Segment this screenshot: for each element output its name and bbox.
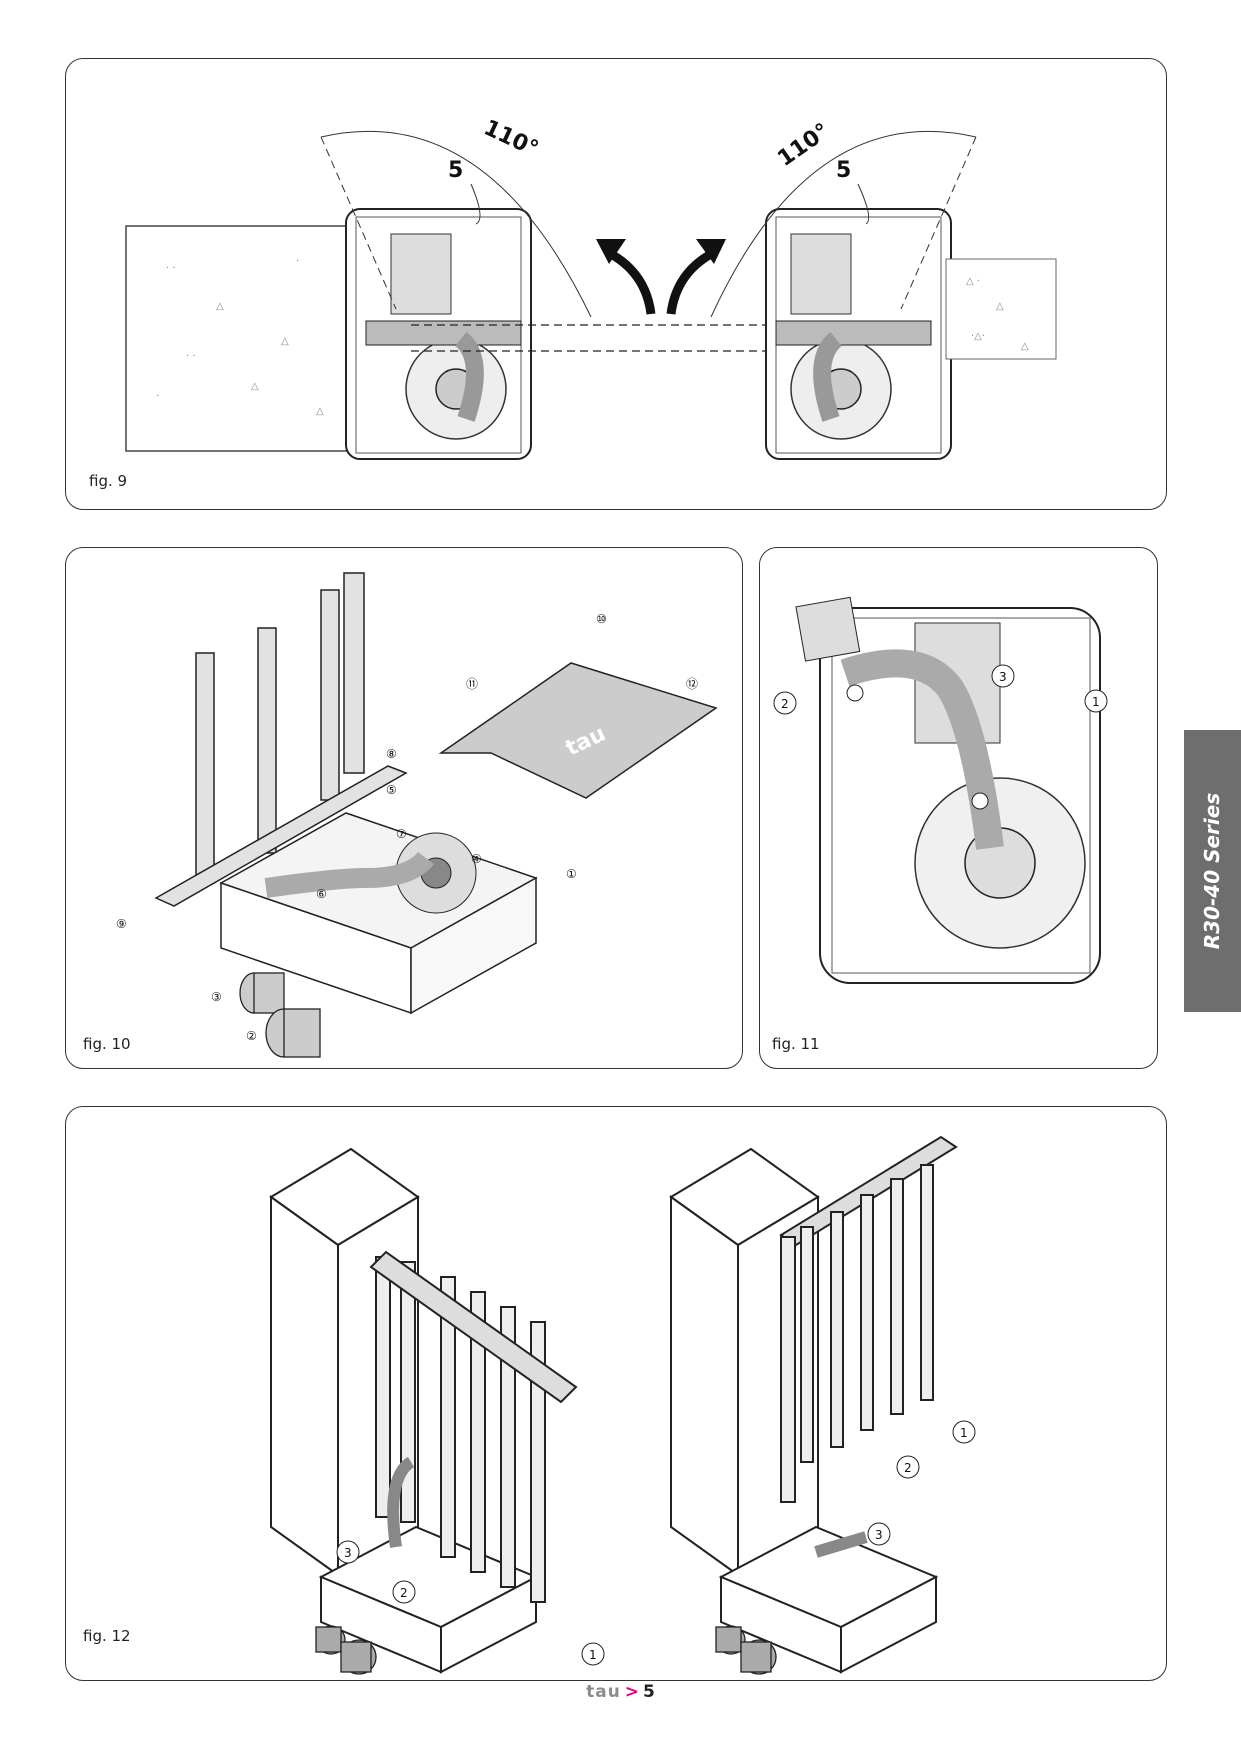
svg-text:· ·: · · bbox=[166, 263, 176, 274]
fig9-angle-left: 110° bbox=[480, 115, 542, 162]
fig12-left-callout-3: 3 bbox=[344, 1546, 352, 1560]
figure-10-drawing: tau ① ② ③ ④ ⑤ ⑥ ⑦ ⑧ ⑨ ⑩ ⑪ ⑫ bbox=[116, 572, 718, 1058]
series-side-tab-text: R30-40 Series bbox=[1200, 792, 1225, 950]
fig9-label: fig. 9 bbox=[89, 472, 128, 490]
footer-brand-logo: tau bbox=[586, 1682, 621, 1702]
fig12-left-callout-2: 2 bbox=[400, 1586, 408, 1600]
svg-text:△: △ bbox=[1021, 341, 1029, 352]
fig11-callout-1: 1 bbox=[1092, 695, 1100, 709]
fig10-callout-7: ⑦ bbox=[396, 827, 407, 841]
series-side-tab: R30-40 Series bbox=[1184, 730, 1241, 1012]
svg-text:△: △ bbox=[216, 301, 224, 312]
figure-11-panel: 2 3 1 fig. 11 bbox=[759, 547, 1158, 1069]
fig10-label: fig. 10 bbox=[83, 1035, 131, 1053]
fig12-right-callout-2: 2 bbox=[904, 1461, 912, 1475]
svg-text:·: · bbox=[296, 256, 299, 267]
fig12-left-callout-1: 1 bbox=[589, 1648, 597, 1662]
svg-text:△: △ bbox=[996, 301, 1004, 312]
svg-text:△: △ bbox=[281, 336, 289, 347]
fig10-callout-2: ② bbox=[246, 1029, 257, 1043]
page-number: 5 bbox=[643, 1682, 655, 1702]
fig10-callout-6: ⑥ bbox=[316, 887, 327, 901]
fig10-callout-12: ⑫ bbox=[686, 677, 698, 691]
fig10-callout-4: ④ bbox=[471, 852, 482, 866]
fig9-callout-left: 5 bbox=[448, 158, 463, 183]
figure-12-drawing: 3 2 1 bbox=[269, 1135, 976, 1675]
figure-11-drawing: 2 3 1 bbox=[773, 596, 1108, 984]
fig10-callout-1: ① bbox=[566, 867, 577, 881]
figure-10-panel: tau ① ② ③ ④ ⑤ ⑥ ⑦ ⑧ ⑨ ⑩ ⑪ ⑫ fig. 10 bbox=[65, 547, 743, 1069]
fig10-callout-3: ③ bbox=[211, 990, 222, 1004]
fig11-callout-3: 3 bbox=[999, 670, 1007, 684]
svg-text:·△·: ·△· bbox=[971, 331, 985, 342]
svg-text:△ ·: △ · bbox=[966, 276, 980, 287]
figure-9-panel: · ·△△ · ·△△ ·△· 110° 5 bbox=[65, 58, 1167, 510]
svg-text:△: △ bbox=[251, 381, 259, 392]
fig10-callout-5: ⑤ bbox=[386, 783, 397, 797]
svg-text:·: · bbox=[156, 391, 159, 402]
fig12-label: fig. 12 bbox=[83, 1627, 131, 1645]
figure-9-drawing: · ·△△ · ·△△ ·△· 110° 5 bbox=[125, 115, 1057, 460]
fig10-callout-8: ⑧ bbox=[386, 747, 397, 761]
fig12-right-callout-3: 3 bbox=[875, 1528, 883, 1542]
fig11-callout-2: 2 bbox=[781, 697, 789, 711]
page-footer: tau>5 bbox=[0, 1682, 1241, 1702]
fig12-right-callout-1: 1 bbox=[960, 1426, 968, 1440]
footer-arrow-icon: > bbox=[624, 1682, 640, 1702]
svg-text:△: △ bbox=[316, 406, 324, 417]
fig11-label: fig. 11 bbox=[772, 1035, 820, 1053]
svg-text:· ·: · · bbox=[186, 351, 196, 362]
fig10-callout-11: ⑪ bbox=[466, 677, 478, 691]
fig10-callout-9: ⑨ bbox=[116, 917, 127, 931]
figure-12-panel: 3 2 1 bbox=[65, 1106, 1167, 1681]
fig10-callout-10: ⑩ bbox=[596, 612, 607, 626]
fig9-callout-right: 5 bbox=[836, 158, 851, 183]
